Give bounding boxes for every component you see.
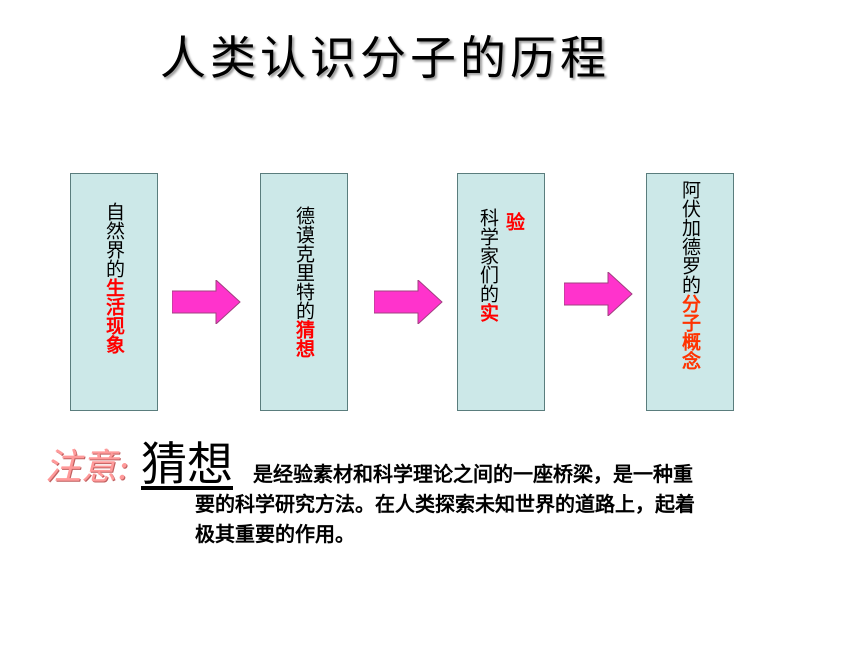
note-line-2: 要的科学研究方法。在人类探索未知世界的道路上，起着 [195, 492, 695, 516]
arrow-right-icon [172, 280, 241, 324]
stage-box-scientists-experiment: 科学家们的实 验 [457, 173, 545, 411]
stage-box-highlight-text: 实 [477, 303, 499, 322]
stage-box-text-wrap: 验 [503, 212, 525, 410]
note-label: 注意: [45, 447, 130, 488]
stage-box-normal-text: 德谟克里特的 [293, 206, 315, 320]
stage-box-highlight-text: 验 [503, 212, 525, 231]
stage-box-text: 阿伏加德罗的分子概念 [679, 180, 701, 410]
stage-box-normal-text: 阿伏加德罗的 [679, 180, 701, 294]
stage-box-normal-text: 科学家们的 [477, 208, 499, 303]
stage-box-democritus: 德谟克里特的猜想 [260, 173, 348, 411]
stage-box-highlight-text: 生活现象 [103, 278, 125, 354]
stage-box-highlight-text: 分子概念 [679, 294, 701, 370]
note-line-1: 是经验素材和科学理论之间的一座桥梁，是一种重 [253, 462, 693, 486]
stage-box-text: 自然界的生活现象 [103, 202, 125, 410]
page-title: 人类认识分子的历程 [160, 31, 610, 85]
stage-box-avogadro: 阿伏加德罗的分子概念 [646, 173, 734, 411]
stage-box-text: 德谟克里特的猜想 [293, 206, 315, 410]
arrow-right-icon [564, 272, 633, 316]
note-line-3: 极其重要的作用。 [195, 522, 355, 546]
stage-box-highlight-text: 猜想 [293, 320, 315, 358]
stage-box-text: 科学家们的实 [477, 208, 499, 410]
stage-box-natural-phenomena: 自然界的生活现象 [70, 173, 158, 411]
note-keyword: 猜想 [141, 437, 233, 491]
arrow-right-icon [374, 280, 443, 324]
stage-box-normal-text: 自然界的 [103, 202, 125, 278]
